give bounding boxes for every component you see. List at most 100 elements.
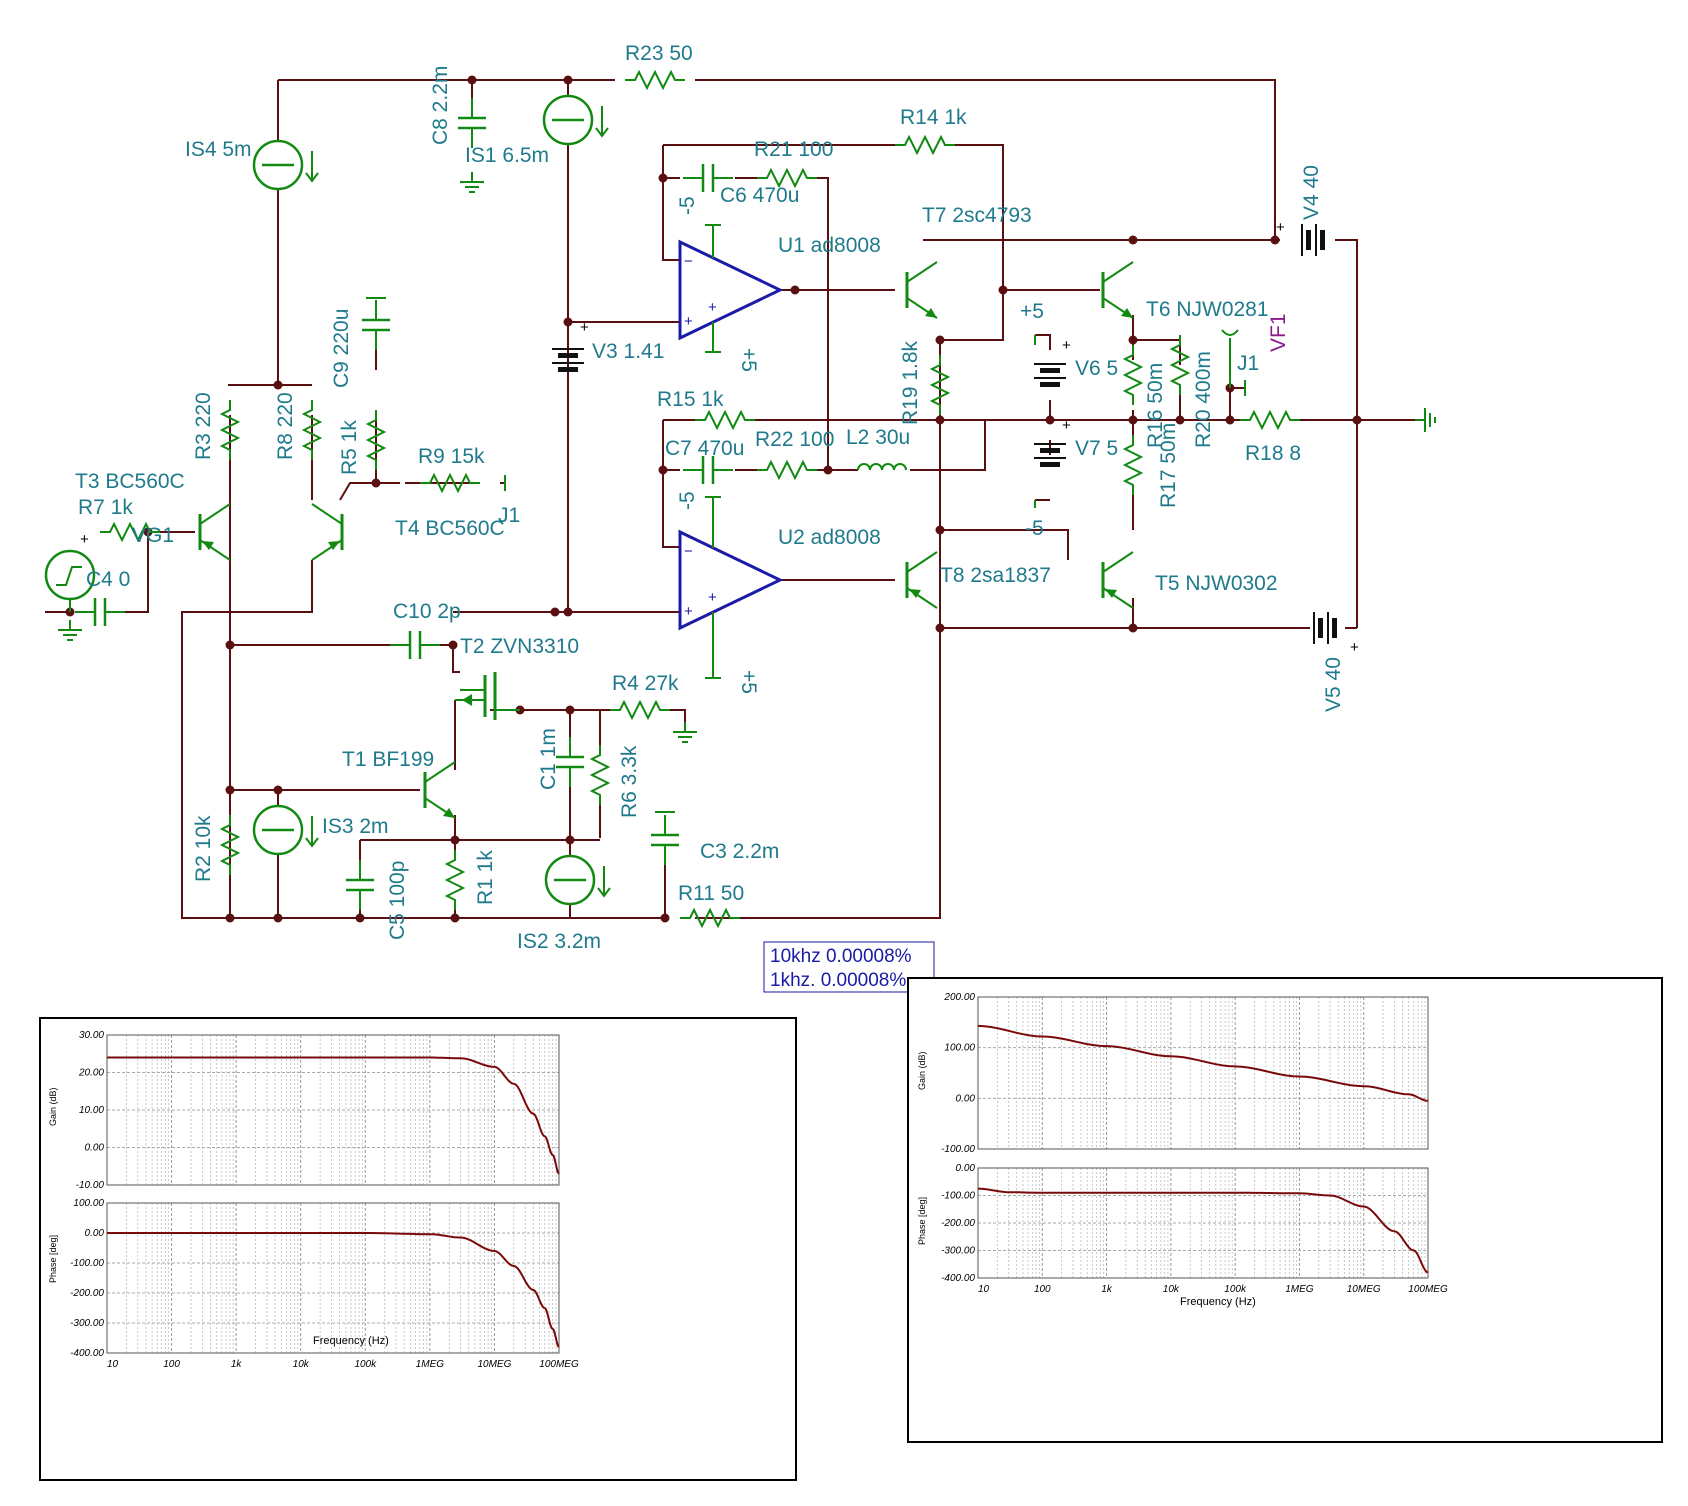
svg-text:+: + <box>580 319 589 336</box>
plot-left-phase-ytick: 100.00 <box>73 1198 104 1209</box>
transistor-t7 <box>905 260 939 320</box>
current-source-is2 <box>544 854 612 906</box>
inductor-l2 <box>857 463 907 471</box>
plot-right-phase-xtick: 100 <box>1034 1284 1051 1295</box>
label-r11: R11 50 <box>678 882 744 905</box>
label-r9: R9 15k <box>418 445 485 468</box>
capacitor-c3 <box>649 813 681 867</box>
plot-left-gain-curve <box>107 1056 560 1175</box>
label-t8: T8 2sa1837 <box>940 564 1051 587</box>
label-c3: C3 2.2m <box>700 840 779 863</box>
plot-left-phase-xtick: 10MEG <box>477 1359 511 1370</box>
label-t5: T5 NJW0302 <box>1155 572 1278 595</box>
jumper-j1-right <box>1221 329 1246 396</box>
plot-left-phase-ytick: -300.00 <box>70 1318 104 1329</box>
plot-left-gain-ytick: 10.00 <box>79 1105 104 1116</box>
label-plus5-u1: +5 <box>737 348 760 372</box>
plot-right-phase-xtick: 10k <box>1163 1284 1180 1295</box>
battery-v6 <box>1033 363 1067 388</box>
label-v6: V6 5 <box>1075 357 1118 380</box>
resistor-r22 <box>756 461 818 479</box>
plot-right-phase-xtick: 1MEG <box>1285 1284 1314 1295</box>
svg-text:+: + <box>708 299 717 316</box>
plot-right-phase-ylabel: Phase [deg] <box>917 1197 927 1245</box>
label-r2: R2 10k <box>192 815 215 882</box>
transistor-t4 <box>310 502 344 562</box>
plot-left-phase-ytick: -200.00 <box>70 1288 104 1299</box>
component-labels: R23 50 C8 2.2m IS1 6.5m IS4 5m R14 1k R2… <box>75 42 1345 953</box>
ground-output <box>1414 407 1436 433</box>
current-source-is4 <box>252 139 320 191</box>
resistor-r23 <box>624 71 686 89</box>
capacitor-c1 <box>554 735 586 789</box>
resistor-r14 <box>894 136 956 154</box>
plot-right-phase-xtick: 100k <box>1224 1284 1247 1295</box>
label-t3: T3 BC560C <box>75 470 185 493</box>
label-t7: T7 2sc4793 <box>922 204 1032 227</box>
label-minus5-v7: -5 <box>1025 517 1044 540</box>
plot-left-phase-ytick: -100.00 <box>70 1258 104 1269</box>
plot-left-phase-xtick: 100MEG <box>539 1359 579 1370</box>
plot-left-frame <box>39 1017 797 1481</box>
svg-text:−: − <box>684 253 693 270</box>
junction-dots <box>65 75 1362 923</box>
svg-text:+: + <box>684 603 693 620</box>
svg-text:−: − <box>684 543 693 560</box>
capacitor-c4 <box>73 596 127 628</box>
plot-left-phase-ylabel: Phase [deg] <box>48 1235 58 1283</box>
opamp-u1: − + + <box>678 224 784 353</box>
label-is3: IS3 2m <box>322 815 389 838</box>
svg-text:+: + <box>1062 337 1071 354</box>
transistor-t3 <box>198 502 232 562</box>
label-r20: R20 400m <box>1192 351 1215 448</box>
annotation-line-1: 10khz 0.00008% <box>770 946 912 967</box>
plot-left-phase-xtick: 100 <box>163 1359 180 1370</box>
resistor-r15 <box>694 411 756 429</box>
plot-right-gain-ytick: 200.00 <box>943 992 975 1003</box>
label-r14: R14 1k <box>900 106 967 129</box>
plot-right-xlabel: Frequency (Hz) <box>1180 1296 1256 1308</box>
battery-v5 <box>1313 611 1338 645</box>
transistor-t6 <box>1101 260 1135 320</box>
distortion-annotation: 10khz 0.00008% 1khz. 0.00008% <box>763 941 935 993</box>
plot-right-gain-ylabel: Gain (dB) <box>917 1051 927 1090</box>
capacitor-c8 <box>456 96 488 150</box>
transistor-t8 <box>905 550 939 610</box>
resistor-r1 <box>446 849 464 911</box>
label-is4: IS4 5m <box>185 138 252 161</box>
opamp-u2: − + + <box>678 496 784 679</box>
plot-right-phase-xtick: 100MEG <box>1408 1284 1448 1295</box>
plot-left-phase-xtick: 10k <box>293 1359 310 1370</box>
svg-text:+: + <box>1350 639 1359 656</box>
label-r3: R3 220 <box>192 392 215 460</box>
label-c10: C10 2p <box>393 600 461 623</box>
label-minus5-u1: -5 <box>676 196 699 215</box>
label-v4: V4 40 <box>1300 165 1323 220</box>
label-u1: U1 ad8008 <box>778 234 881 257</box>
plot-right-gain-axes <box>977 996 1429 1150</box>
plot-left-gain-ytick: 30.00 <box>79 1030 104 1041</box>
svg-text:+: + <box>684 313 693 330</box>
label-plus5-v6: +5 <box>1020 300 1044 323</box>
svg-text:+: + <box>1062 417 1071 434</box>
plot-right-phase-curve <box>977 1187 1429 1274</box>
plot-left-phase-xtick: 10 <box>107 1359 119 1370</box>
resistor-r18 <box>1239 411 1301 429</box>
plot-right-phase-ytick: -300.00 <box>941 1246 975 1257</box>
label-u2: U2 ad8008 <box>778 526 881 549</box>
svg-text:+: + <box>80 531 89 548</box>
label-minus5-u2: -5 <box>676 491 699 510</box>
label-c1: C1 1m <box>537 728 560 790</box>
label-r19: R19 1.8k <box>899 340 922 425</box>
plot-left-phase-axes <box>106 1202 560 1354</box>
ground-vg1 <box>57 619 83 641</box>
plot-right-phase-xtick: 1k <box>1101 1284 1113 1295</box>
plot-right-phase-ytick: -400.00 <box>941 1273 975 1284</box>
label-r16: R16 50m <box>1144 363 1167 448</box>
label-j1-right: J1 <box>1237 352 1259 375</box>
label-r18: R18 8 <box>1245 442 1301 465</box>
plot-right-phase-ytick: -200.00 <box>941 1218 975 1229</box>
